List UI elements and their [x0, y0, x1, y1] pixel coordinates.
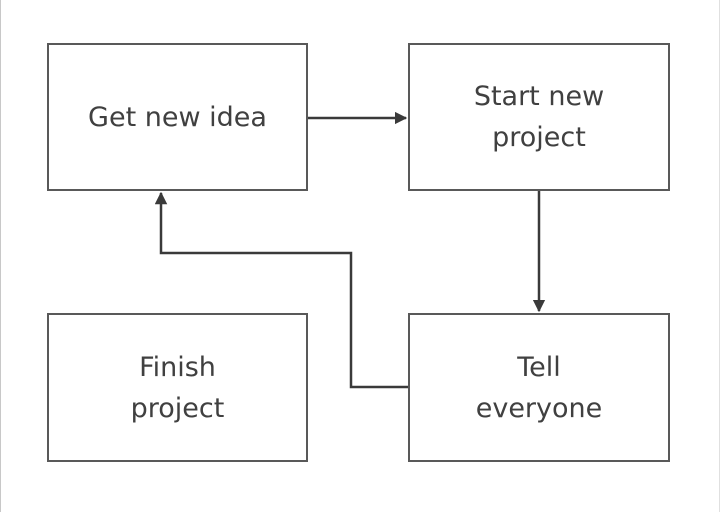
box-label-tell-everyone: Tell everyone	[475, 351, 603, 424]
arrow-tell-everyone-to-get-idea	[154, 191, 408, 389]
box-label-start-new-project: Start new project	[473, 81, 605, 153]
box-start-new-project: Start new project	[408, 43, 670, 191]
box-tell-everyone: Tell everyone	[408, 313, 670, 462]
box-finish-project: Finish project	[47, 313, 308, 462]
box-get-new-idea: Get new idea	[47, 43, 308, 191]
box-label-finish-project: Finish project	[130, 351, 225, 424]
box-label-get-new-idea: Get new idea	[88, 101, 267, 133]
left-border	[0, 0, 1, 512]
